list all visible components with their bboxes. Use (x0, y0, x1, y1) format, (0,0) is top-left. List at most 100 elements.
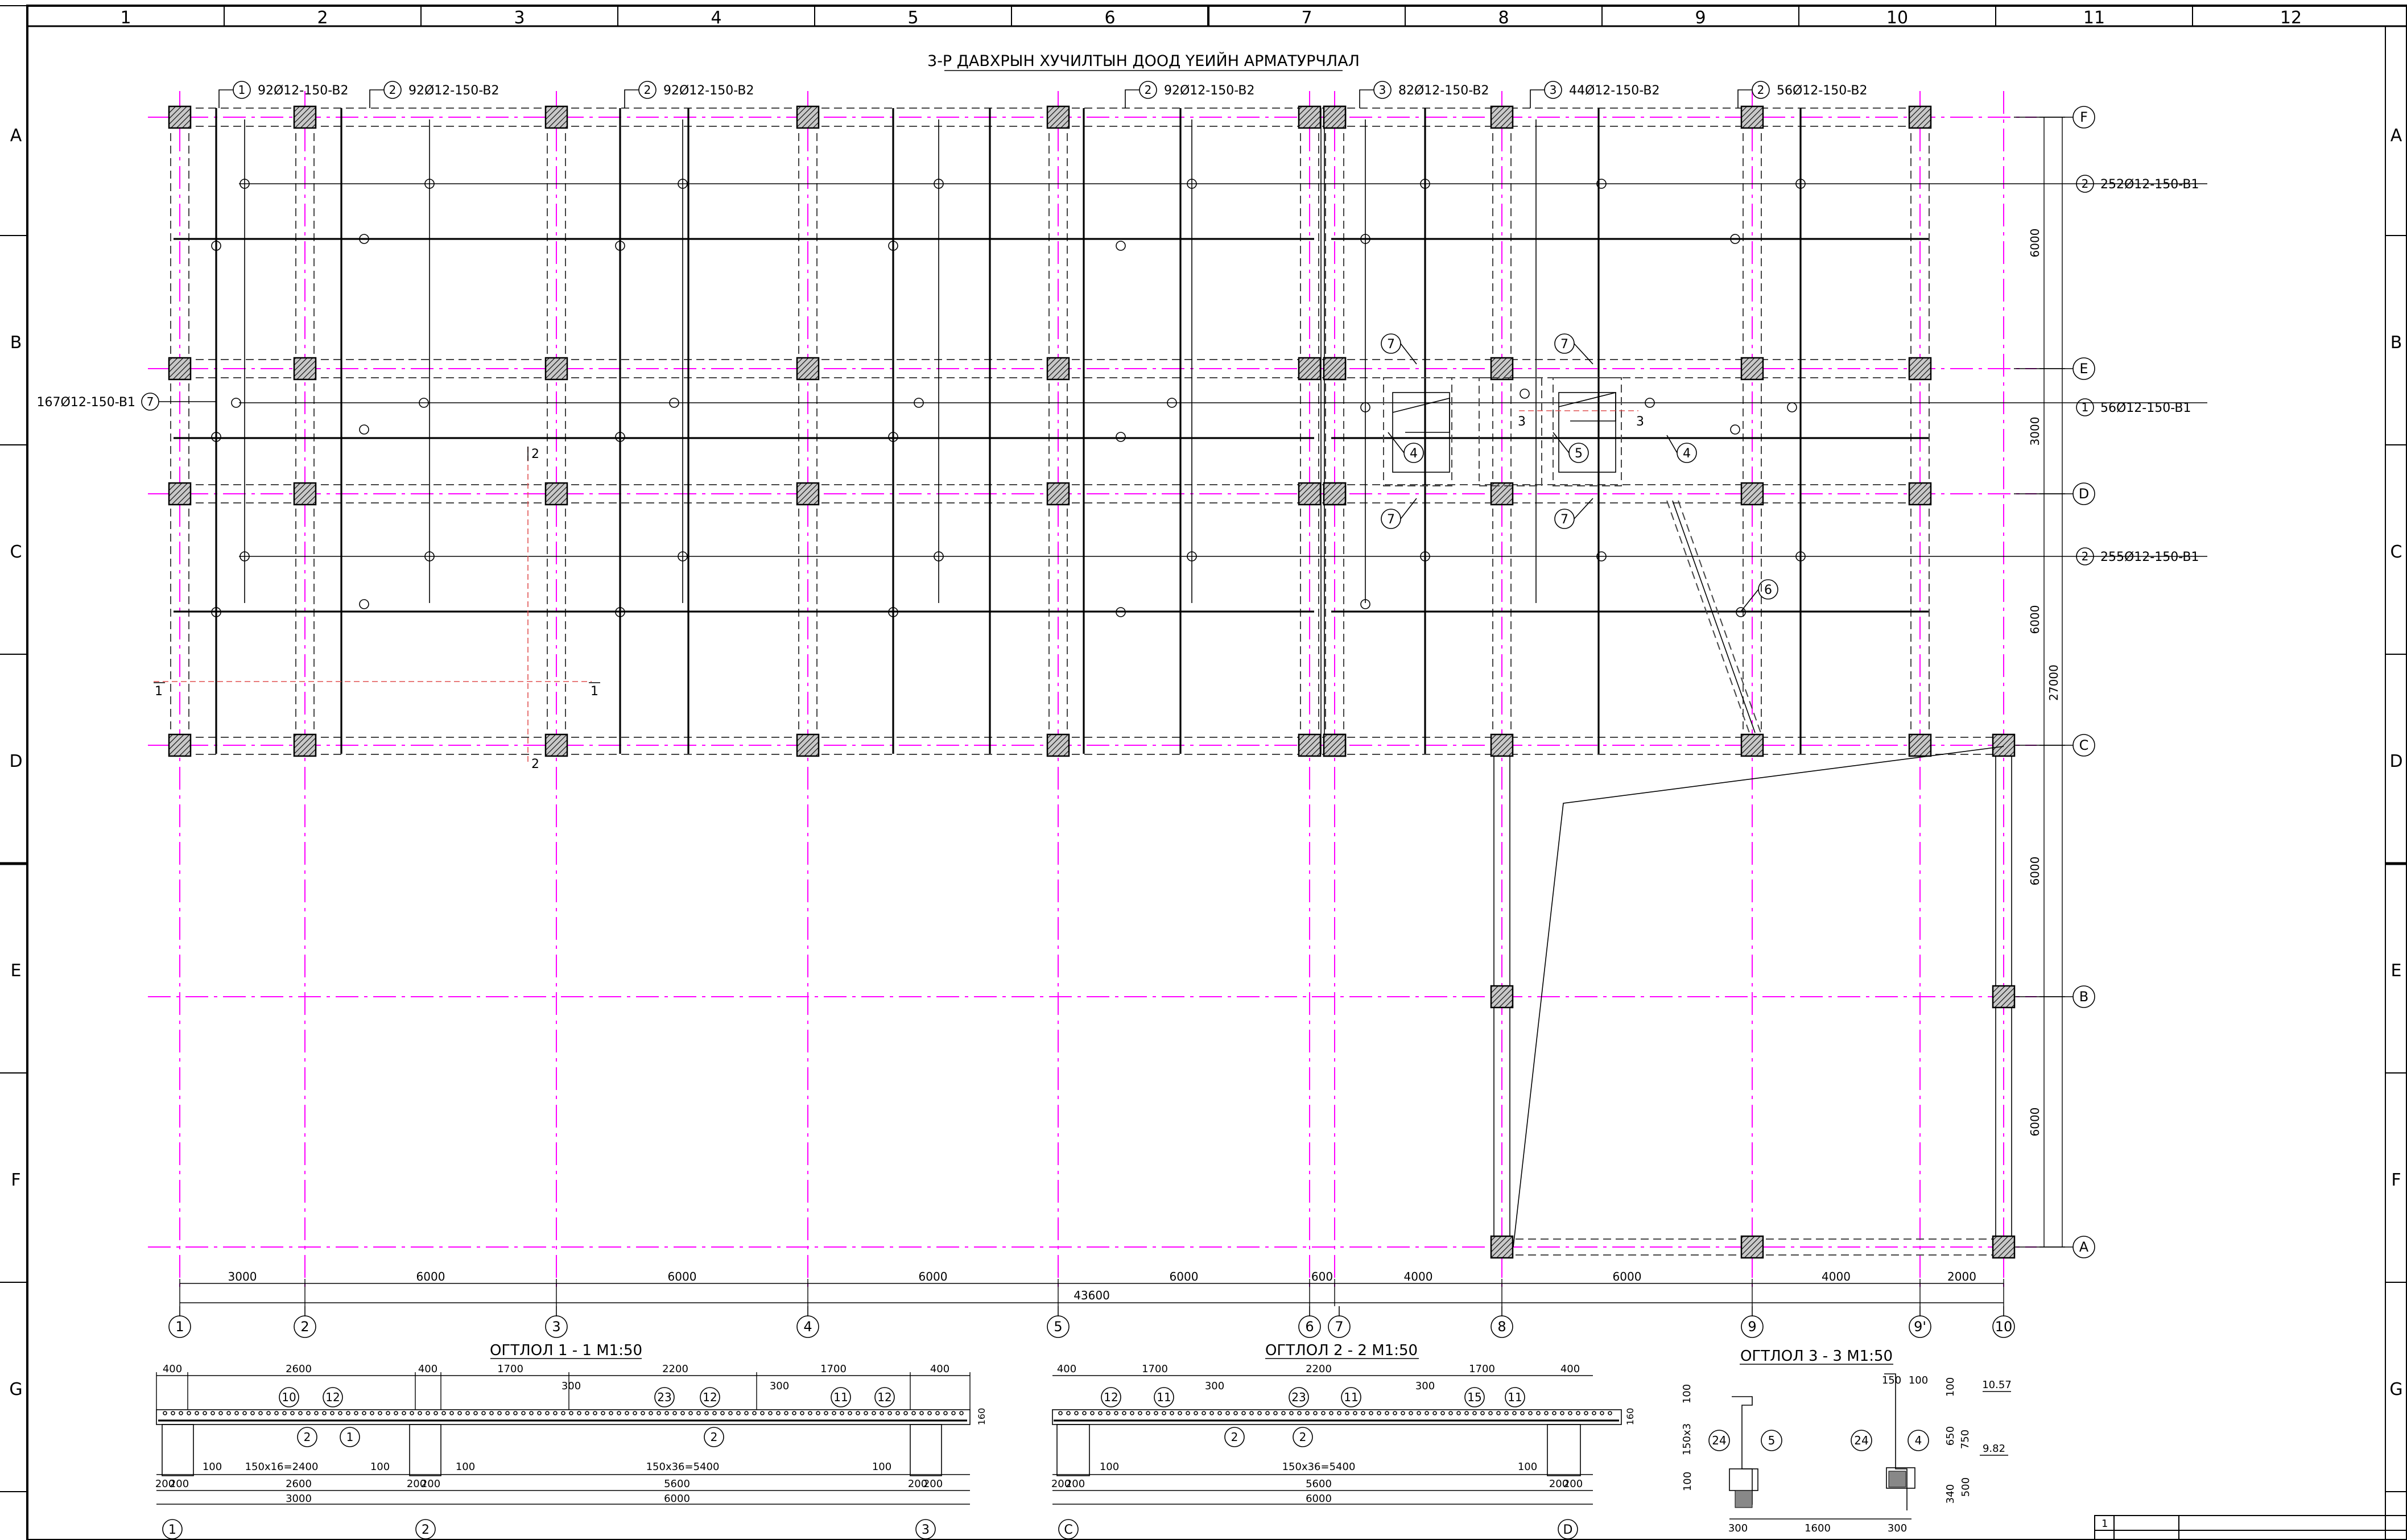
detail-number: 5 (1575, 447, 1583, 461)
section-mark-1: 1 (155, 684, 163, 699)
col-header: 2 (317, 8, 328, 28)
rebar-dot (402, 1411, 406, 1415)
rebar-dot (242, 1411, 247, 1415)
section-tag (874, 1387, 895, 1407)
section-fill (1888, 1471, 1906, 1488)
axis-bubble (1491, 1315, 1513, 1338)
rebar-dot (1130, 1411, 1134, 1415)
rebar-dot (911, 1411, 916, 1415)
axis-bubble (915, 1519, 936, 1539)
rebar-node (1116, 607, 1126, 617)
dim-value: 150 (1882, 1374, 1901, 1386)
axis-bubble (1909, 1315, 1931, 1338)
section-column (1056, 1424, 1090, 1476)
axis-bubble (545, 1315, 568, 1338)
rebar-node (888, 432, 898, 442)
column (1740, 733, 1764, 757)
column (168, 105, 192, 129)
section-column (1547, 1424, 1581, 1476)
rebar-dot (680, 1411, 685, 1415)
rebar-dot (505, 1411, 510, 1415)
label-number: 2 (1757, 83, 1765, 97)
dim-total: 27000 (2047, 664, 2061, 701)
column (1323, 482, 1347, 506)
column (1323, 357, 1347, 381)
dim-value: 6000 (664, 1493, 690, 1505)
section-title: ОГТЛОЛ 1 - 1 М1:50 (490, 1342, 642, 1359)
rebar-dot (1305, 1411, 1310, 1415)
section-mark-1: 1 (591, 684, 598, 699)
rebar-dot (306, 1411, 311, 1415)
section-mark-2: 2 (531, 447, 539, 461)
row-header: B (2391, 333, 2402, 353)
column (1490, 482, 1514, 506)
label-bubble (2076, 175, 2094, 193)
dim-value: 200 (170, 1478, 189, 1490)
axis-bubble-label: 1 (168, 1523, 176, 1537)
rebar-dot (768, 1411, 773, 1415)
row-header: D (2389, 752, 2402, 771)
axis-bubble (1558, 1519, 1578, 1539)
row-header: G (9, 1380, 22, 1399)
rebar-layout (174, 108, 2207, 754)
column (796, 733, 820, 757)
column (544, 482, 568, 506)
row-header: E (2391, 961, 2402, 981)
axis-bubble-label: D (1563, 1523, 1573, 1537)
axis-bubble-label: B (2079, 989, 2088, 1005)
rebar-node (1187, 551, 1197, 561)
rebar-node (1787, 402, 1797, 412)
rebar-dot (776, 1411, 781, 1415)
rebar-dot (1512, 1411, 1517, 1415)
dim-value: 5600 (664, 1478, 690, 1490)
rebar-dot (362, 1411, 366, 1415)
axis-bubble-label: 6 (1305, 1319, 1314, 1335)
dim-value: 6000 (668, 1270, 697, 1283)
dim-value: 200 (407, 1478, 426, 1490)
dim-value: 6000 (1306, 1493, 1332, 1505)
rebar-dot (1114, 1411, 1118, 1415)
rebar-dot (282, 1411, 287, 1415)
rebar-dot (338, 1411, 342, 1415)
rebar-dot (720, 1411, 725, 1415)
dim-value: 150x3 (1681, 1423, 1693, 1455)
dim-value: 200 (155, 1478, 175, 1490)
rebar-dot (234, 1411, 239, 1415)
rebar-dot (1592, 1411, 1596, 1415)
rebar-dot (1289, 1411, 1294, 1415)
rebar-dot (354, 1411, 358, 1415)
axis-bubble-label: 4 (803, 1319, 812, 1335)
rebar-dot (1098, 1411, 1103, 1415)
grid-axes (148, 91, 2037, 1291)
rebar-dot (1090, 1411, 1095, 1415)
detail-number: 7 (1560, 337, 1568, 352)
section-tag (1708, 1430, 1730, 1451)
drawing-title: 3-Р ДАВХРЫН ХУЧИЛТЫН ДООД ҮЕИЙН АРМАТУРЧ… (927, 52, 1360, 70)
label-bubble (2076, 547, 2094, 565)
rebar-dot (903, 1411, 908, 1415)
section-tag (1224, 1427, 1245, 1447)
dim-value: 1700 (1142, 1363, 1168, 1375)
rebar-dot (712, 1411, 717, 1415)
col-header: 4 (711, 8, 721, 28)
rebar-dot (1337, 1411, 1341, 1415)
section-column (162, 1424, 194, 1476)
column (1323, 105, 1347, 129)
rebar-node (1730, 424, 1740, 435)
dim-value: 150x16=2400 (245, 1461, 319, 1473)
section-column (910, 1424, 942, 1476)
dim-value: 2600 (286, 1478, 312, 1490)
axis-bubble (2072, 482, 2095, 505)
dim-value: 200 (1066, 1478, 1085, 1490)
dim-value: 400 (1560, 1363, 1580, 1375)
columns (168, 105, 2016, 1259)
rebar-node (678, 551, 688, 561)
axis-bubble-label: 9 (1748, 1319, 1756, 1335)
dim-value: 3000 (286, 1493, 312, 1505)
dim-value: 1700 (820, 1363, 847, 1375)
rebar-node (1360, 402, 1370, 412)
row-header: F (2391, 1170, 2401, 1190)
rebar-dot (696, 1411, 701, 1415)
